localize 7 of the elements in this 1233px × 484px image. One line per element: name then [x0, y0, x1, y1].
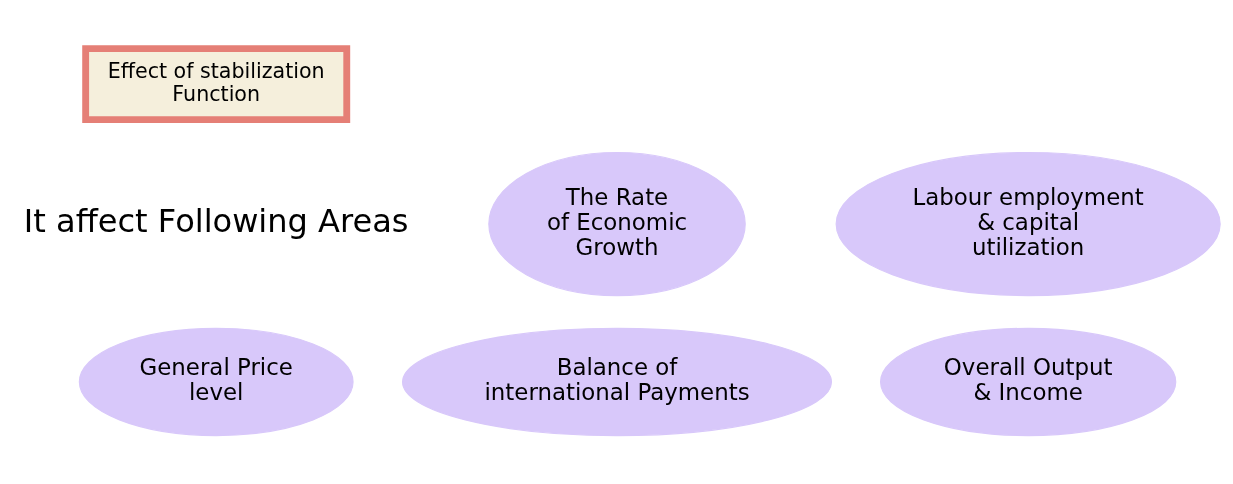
node-box: Effect of stabilization Function [82, 45, 351, 123]
node-ellipse: The Rate of Economic Growth [488, 151, 746, 297]
node-ellipse: Labour employment & capital utilization [835, 151, 1221, 297]
label: It affect Following Areas [23, 201, 409, 240]
node-ellipse: Balance of international Payments [402, 327, 833, 437]
node-ellipse: Overall Output & Income [879, 327, 1177, 437]
node-ellipse: General Price level [78, 327, 354, 437]
